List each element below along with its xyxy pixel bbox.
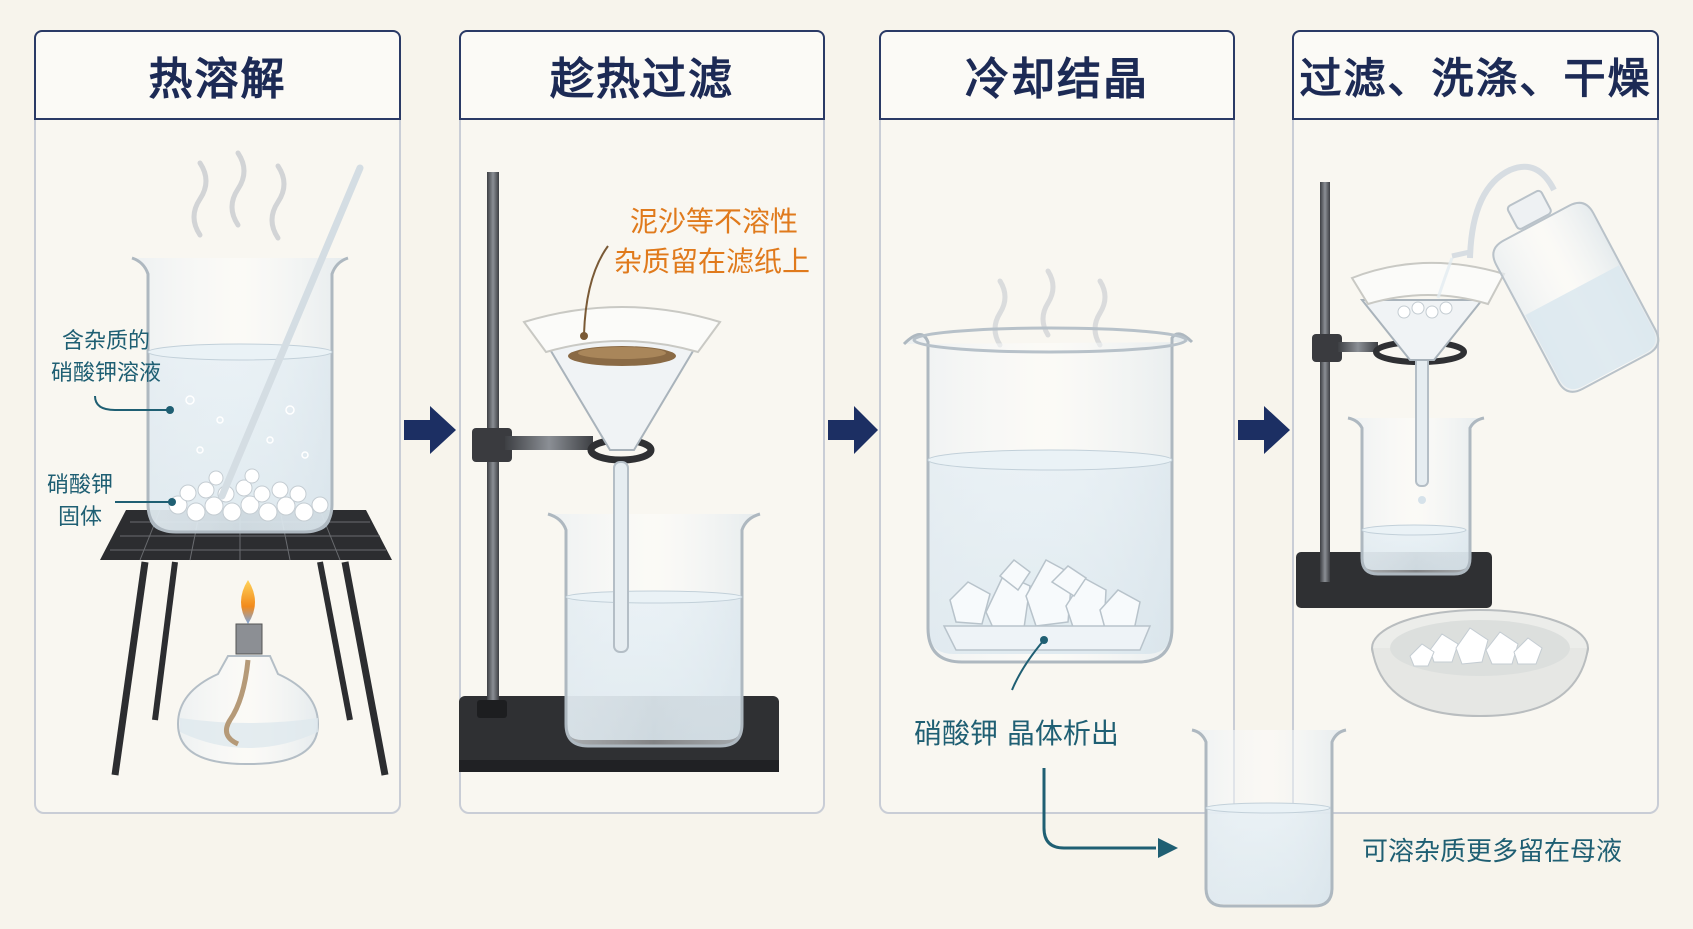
arrow-head-icon — [1158, 838, 1178, 858]
label-insoluble-residue: 泥沙等不溶性 杂质留在滤纸上 — [614, 202, 834, 282]
step-title-1: 热溶解 — [34, 30, 401, 120]
label-impure-solution-line2: 硝酸钾溶液 — [50, 361, 161, 386]
beaker-crystallization — [902, 326, 1194, 664]
beaker-filtrate-small — [1347, 416, 1485, 576]
flow-leader-arrow — [1042, 768, 1156, 850]
label-kno3-solid-line2: 固体 — [57, 505, 102, 530]
label-insoluble-residue-line2: 杂质留在滤纸上 — [614, 245, 811, 278]
funnel-with-crystals — [1350, 261, 1506, 504]
beaker-with-solution — [131, 256, 349, 534]
leader-dot — [168, 498, 176, 506]
label-kno3-solid-line1: 硝酸钾 — [46, 473, 113, 498]
leader-line — [583, 245, 609, 335]
leader-dot — [1040, 636, 1048, 644]
leader-dot — [580, 332, 588, 340]
beaker-filtrate — [547, 512, 761, 748]
evaporating-dish-with-crystals — [1371, 609, 1589, 718]
step-title-2: 趁热过滤 — [459, 30, 825, 120]
flow-arrow-icon — [828, 406, 878, 454]
label-kno3-solid: 硝酸钾 固体 — [40, 470, 120, 534]
beaker-mother-liquor — [1191, 728, 1347, 908]
leader-dot — [166, 406, 174, 414]
label-impure-solution-line1: 含杂质的 — [61, 329, 150, 354]
steam-icon — [191, 150, 287, 241]
label-impure-solution: 含杂质的 硝酸钾溶液 — [46, 326, 166, 390]
funnel-with-filter-paper — [522, 306, 722, 653]
leader-line — [1011, 639, 1045, 691]
step-title-3: 冷却结晶 — [879, 30, 1235, 120]
step-title-4: 过滤、洗涤、干燥 — [1292, 30, 1659, 120]
label-mother-liquor: 可溶杂质更多留在母液 — [1362, 837, 1623, 867]
flow-arrow-icon — [1238, 406, 1290, 454]
wash-bottle-icon — [1436, 163, 1660, 393]
flow-arrow-icon — [404, 406, 456, 454]
label-crystals-form: 硝酸钾 晶体析出 — [914, 717, 1119, 750]
glass-stirring-rod — [218, 164, 364, 500]
label-insoluble-residue-line1: 泥沙等不溶性 — [630, 205, 799, 238]
leader-line — [94, 395, 167, 411]
steam-icon — [992, 268, 1108, 348]
alcohol-lamp-icon — [176, 580, 320, 765]
